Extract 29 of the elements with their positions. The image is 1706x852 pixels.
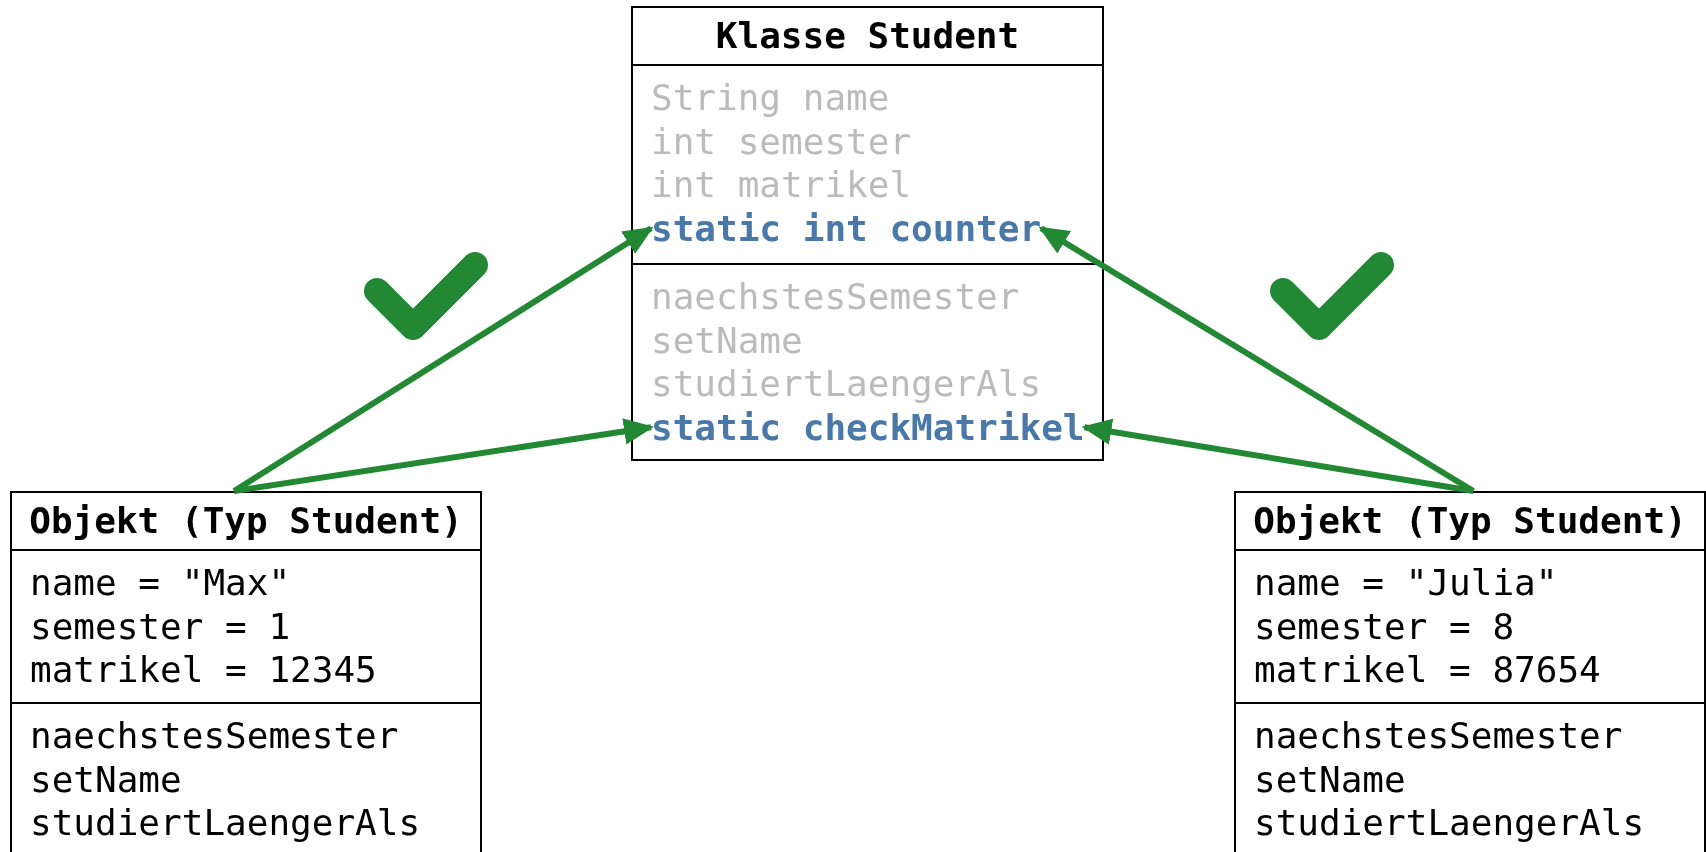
member-text: name = "Julia" xyxy=(1254,561,1559,605)
member-text: naechstesSemester xyxy=(30,714,400,758)
class-box xyxy=(631,6,1104,461)
member-text: studiertLaengerAls xyxy=(30,801,422,845)
class-name: Objekt (Typ Student) xyxy=(1236,493,1704,551)
member-text: int matrikel xyxy=(651,163,913,207)
member-text: naechstesSemester xyxy=(1254,714,1624,758)
static-method: static checkMatrikel xyxy=(651,405,1085,449)
member-text: String name xyxy=(651,76,891,120)
member-text: setName xyxy=(1254,757,1407,801)
object-box xyxy=(10,491,482,852)
member-text: matrikel = 12345 xyxy=(30,648,378,692)
member-text: semester = 8 xyxy=(1254,604,1516,648)
static-attribute: static int counter xyxy=(651,206,1042,250)
arrow xyxy=(233,418,654,494)
arrow xyxy=(1038,225,1475,494)
member-text: matrikel = 87654 xyxy=(1254,648,1602,692)
member-text: setName xyxy=(651,318,804,362)
member-text: studiertLaengerAls xyxy=(1254,801,1646,845)
member-text: semester = 1 xyxy=(30,604,292,648)
member-text: int semester xyxy=(651,119,913,163)
object-box xyxy=(1234,491,1706,852)
class-name: Objekt (Typ Student) xyxy=(12,493,480,551)
class-name: Klasse Student xyxy=(633,8,1102,66)
arrow xyxy=(1081,418,1474,494)
member-text: name = "Max" xyxy=(30,561,292,605)
member-text: naechstesSemester xyxy=(651,275,1021,319)
member-text: setName xyxy=(30,757,183,801)
member-text: studiertLaengerAls xyxy=(651,362,1043,406)
